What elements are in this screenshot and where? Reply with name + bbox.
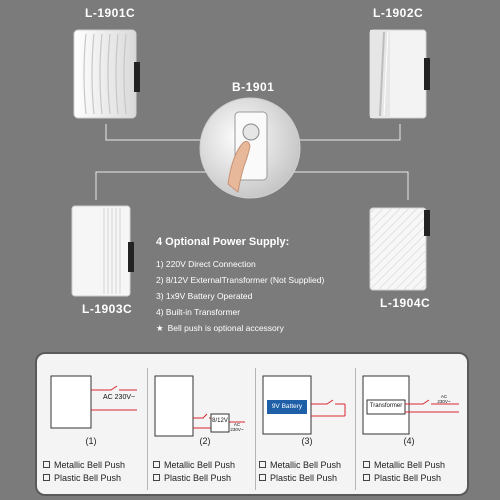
transformer-box-label: 8/12V — [212, 418, 228, 424]
option-metallic-1: Metallic Bell Push — [43, 460, 125, 470]
model-label-l1902c: L-1902C — [373, 6, 424, 20]
diagram-number: (1) — [85, 436, 97, 446]
checkbox-icon — [363, 461, 370, 469]
chime-l1903c-image — [71, 205, 134, 297]
option-plastic-1: Plastic Bell Push — [43, 473, 121, 483]
model-label-l1901c: L-1901C — [85, 6, 136, 20]
wiring-diagram-1: AC 230V~ — [45, 366, 139, 462]
divider — [355, 368, 356, 490]
model-label-b1901: B-1901 — [232, 80, 275, 94]
option-label: Plastic Bell Push — [54, 473, 122, 483]
checkbox-icon — [43, 474, 50, 482]
option-plastic-3: Plastic Bell Push — [259, 473, 337, 483]
ac-label: AC 230V~ — [230, 422, 244, 432]
power-supply-note: ★Bell push is optional accessory — [156, 320, 386, 336]
option-label: Metallic Bell Push — [374, 460, 446, 470]
chime-l1902c-image — [369, 29, 430, 119]
checkbox-icon — [153, 474, 160, 482]
checkbox-icon — [363, 474, 370, 482]
power-supply-item: 2) 8/12V ExternalTransformer (Not Suppli… — [156, 275, 325, 285]
option-plastic-2: Plastic Bell Push — [153, 473, 231, 483]
checkbox-icon — [259, 461, 266, 469]
ac-label: AC 230V~ — [437, 394, 451, 404]
option-label: Plastic Bell Push — [164, 473, 232, 483]
diagram-number: (2) — [199, 436, 211, 446]
wiring-diagram-4: Transformer AC 230V~ — [359, 366, 459, 462]
power-supply-title: 4 Optional Power Supply: — [156, 236, 290, 248]
option-label: Metallic Bell Push — [164, 460, 236, 470]
diagram-number: (3) — [301, 436, 313, 446]
diagram-number: (4) — [403, 436, 415, 446]
wiring-diagram-panel: AC 230V~ (1) Metallic Bell Push Plastic … — [35, 352, 469, 496]
option-label: Metallic Bell Push — [270, 460, 342, 470]
checkbox-icon — [153, 461, 160, 469]
chime-l1901c-image — [73, 29, 140, 119]
option-metallic-3: Metallic Bell Push — [259, 460, 341, 470]
power-supply-info: 4 Optional Power Supply: 1) 220V Direct … — [156, 236, 386, 336]
wiring-diagram-2-drawing — [154, 375, 245, 437]
star-icon: ★ — [156, 323, 164, 333]
divider — [147, 368, 148, 490]
wiring-diagram-3: 9V Battery — [259, 366, 353, 462]
divider — [255, 368, 256, 490]
wiring-diagram-4-drawing — [362, 375, 459, 435]
ac-label: AC 230V~ — [103, 394, 136, 401]
transformer-label: Transformer — [369, 403, 403, 409]
model-label-l1904c: L-1904C — [380, 296, 431, 310]
power-supply-item: 4) Built-in Transformer — [156, 307, 241, 317]
power-supply-item: 1) 220V Direct Connection — [156, 259, 256, 269]
option-metallic-2: Metallic Bell Push — [153, 460, 235, 470]
power-supply-item: 3) 1x9V Battery Operated — [156, 291, 253, 301]
checkbox-icon — [43, 461, 50, 469]
option-label: Plastic Bell Push — [270, 473, 338, 483]
option-label: Metallic Bell Push — [54, 460, 126, 470]
option-label: Plastic Bell Push — [374, 473, 442, 483]
wiring-diagram-1-drawing — [50, 375, 137, 429]
wiring-diagram-3-drawing — [262, 375, 346, 435]
bell-push-b1901-image — [199, 97, 301, 199]
wiring-diagram-2: 8/12V AC 230V~ — [151, 366, 245, 462]
note-text: Bell push is optional accessory — [167, 323, 284, 333]
option-metallic-4: Metallic Bell Push — [363, 460, 445, 470]
chime-l1904c-image — [369, 207, 430, 291]
checkbox-icon — [259, 474, 266, 482]
option-plastic-4: Plastic Bell Push — [363, 473, 441, 483]
battery-label: 9V Battery — [271, 403, 303, 410]
model-label-l1903c: L-1903C — [82, 302, 133, 316]
